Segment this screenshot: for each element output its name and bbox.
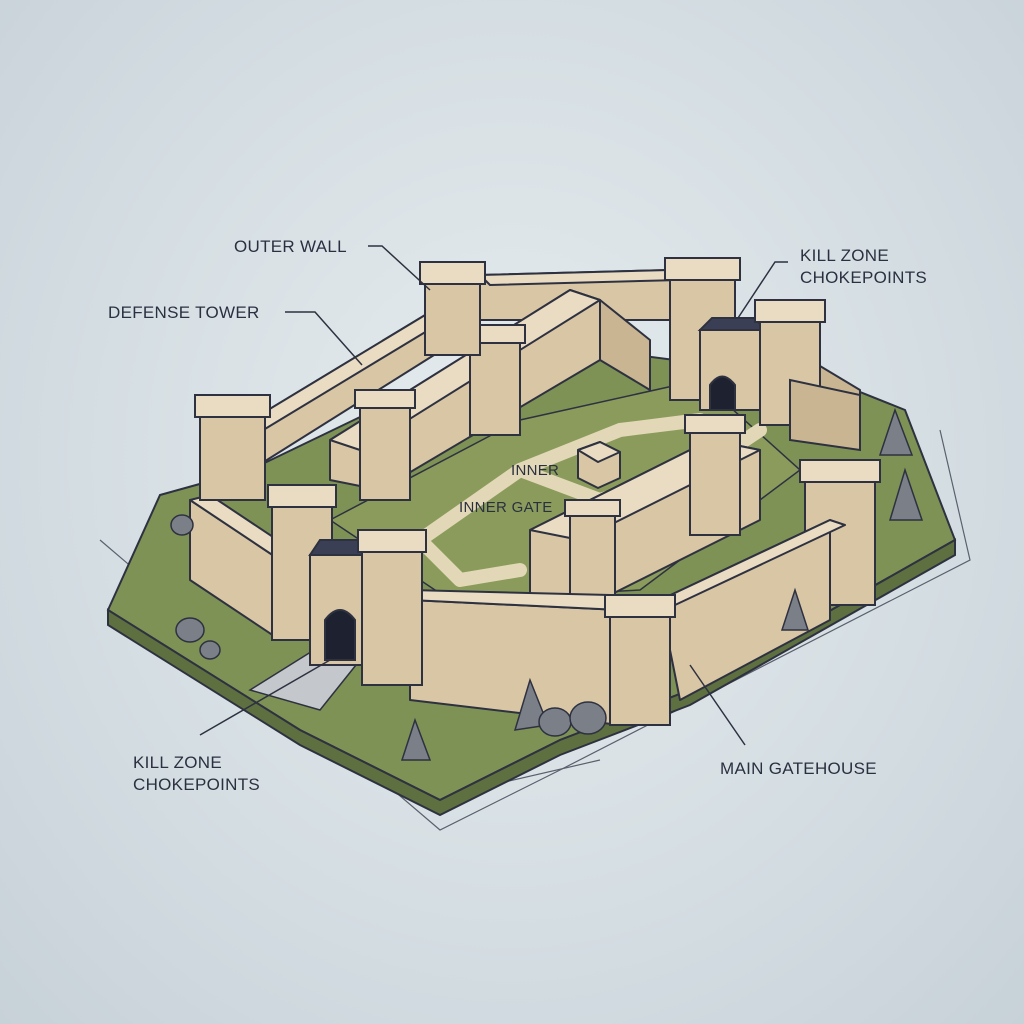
leader-kill-zone-top bbox=[737, 261, 788, 319]
inner-tower-4 bbox=[564, 499, 621, 606]
front-outer-wall-right bbox=[659, 519, 846, 701]
leader-main-gatehouse bbox=[689, 664, 746, 746]
label-kill-zone-bottom: KILL ZONE CHOKEPOINTS bbox=[133, 752, 260, 796]
main-gatehouse bbox=[267, 484, 427, 686]
front-outer-wall-center bbox=[409, 589, 621, 726]
label-defense-tower: DEFENSE TOWER bbox=[108, 303, 260, 322]
leader-outer-wall bbox=[368, 245, 431, 291]
leader-defense-tower bbox=[285, 311, 363, 366]
label-kill-zone-bottom-line1: KILL ZONE bbox=[133, 753, 222, 772]
back-tower-left bbox=[419, 261, 486, 356]
right-tower bbox=[789, 378, 881, 606]
label-main-gatehouse: MAIN GATEHOUSE bbox=[720, 759, 877, 778]
label-kill-zone-bottom-line2: CHOKEPOINTS bbox=[133, 775, 261, 794]
inner-tower-1 bbox=[354, 389, 416, 501]
label-inner: INNER bbox=[511, 462, 560, 479]
front-left-tower bbox=[194, 394, 271, 501]
front-right-tower bbox=[604, 594, 676, 726]
label-outer-wall: OUTER WALL bbox=[234, 237, 347, 256]
label-kill-zone-top: KILL ZONE CHOKEPOINTS bbox=[800, 245, 927, 289]
leader-kill-zone-bottom bbox=[199, 659, 331, 736]
grass-base-edge bbox=[107, 538, 956, 817]
inner-keep bbox=[577, 441, 621, 489]
label-kill-zone-top-line2: CHOKEPOINTS bbox=[800, 268, 928, 287]
label-kill-zone-top-line1: KILL ZONE bbox=[800, 246, 889, 265]
rocks bbox=[170, 407, 924, 761]
leader-lines bbox=[199, 245, 788, 746]
inner-tower-3 bbox=[684, 414, 746, 536]
label-inner-gate: INNER GATE bbox=[459, 499, 553, 516]
